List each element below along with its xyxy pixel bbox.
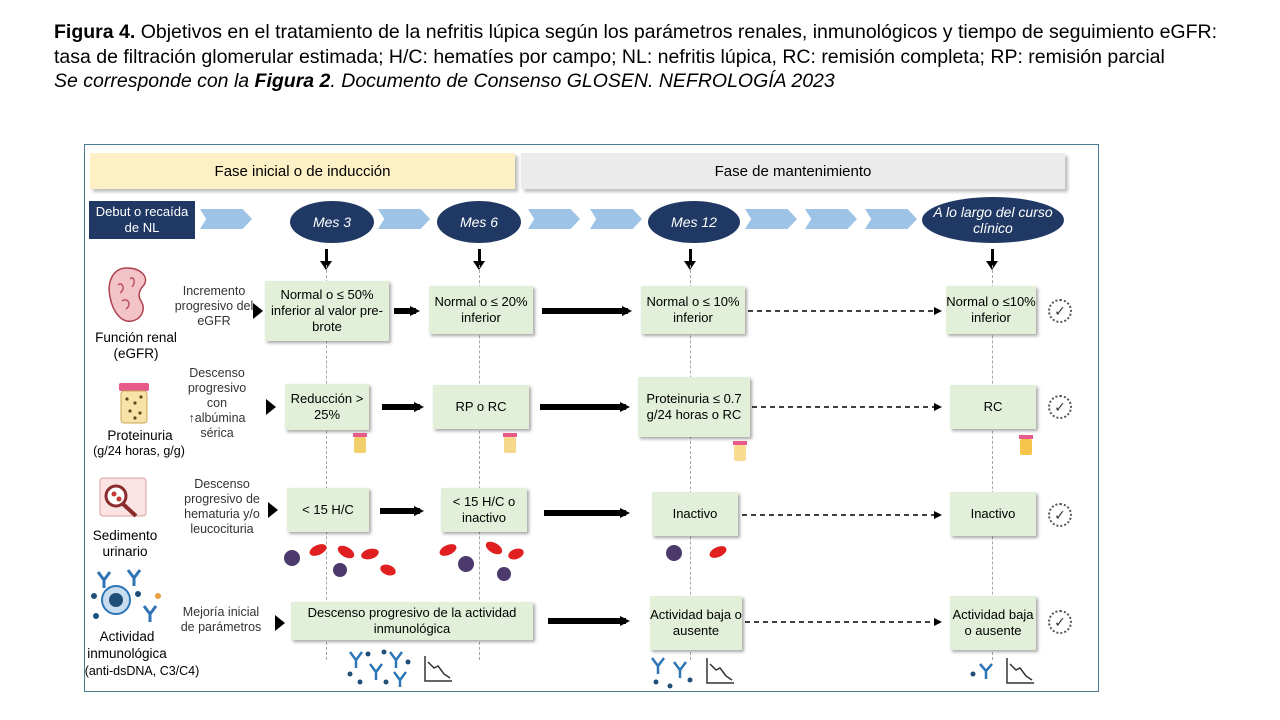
declining-trend-icon: [706, 658, 734, 684]
urine-cup-icon: [353, 433, 367, 453]
proteinuria-long-term-box: RC: [950, 385, 1036, 429]
urine-cup-icon: [733, 441, 747, 461]
immuno-month12-box: Actividad baja o ausente: [650, 596, 742, 650]
red-blood-cell-icon: [361, 548, 379, 560]
caption-line-1: Figura 4. Objetivos en el tratamiento de…: [54, 20, 1234, 69]
proteinuria-month12-box: Proteinuria ≤ 0.7 g/24 horas o RC: [638, 377, 750, 437]
row-sediment-subtitle: urinario: [102, 544, 148, 559]
declining-trend-icon: [1006, 658, 1034, 684]
renal-long-term-box: Normal o ≤10% inferior: [946, 286, 1036, 334]
checkmark-badge-icon: ✓: [1048, 503, 1072, 527]
red-blood-cell-icon: [709, 546, 727, 558]
figure-caption: Figura 4. Objetivos en el tratamiento de…: [54, 20, 1234, 94]
timeline-guide-line: [326, 265, 327, 660]
proteinuria-month3-box: Reducción > 25%: [285, 384, 369, 430]
antibody-cluster-icon: [970, 663, 993, 679]
timeline-start-box: Debut o recaída de NL: [89, 201, 195, 239]
caption-source-post: . Documento de Consenso GLOSEN. NEFROLOG…: [330, 70, 835, 92]
row-immuno-description: Mejoría inicial de parámetros: [180, 605, 262, 634]
red-blood-cell-icon: [439, 544, 457, 556]
row-proteinuria-subtitle: (g/24 horas, g/g): [93, 444, 185, 458]
blood-cells-cluster: [439, 541, 524, 581]
kidney-icon: [108, 267, 147, 322]
renal-month3-box: Normal o ≤ 50% inferior al valor pre-bro…: [265, 281, 389, 341]
red-blood-cell-icon: [380, 564, 396, 576]
row-renal-subtitle: (eGFR): [113, 346, 159, 361]
timeline-chevron: [865, 209, 917, 229]
leukocyte-icon: [497, 567, 511, 581]
timeline-long-term: A lo largo del curso clínico: [922, 197, 1064, 243]
timeline-month-3: Mes 3: [290, 201, 374, 243]
sediment-month3-box: < 15 H/C: [287, 488, 369, 532]
antibody-icon: [91, 569, 161, 622]
red-blood-cell-icon: [485, 541, 503, 555]
timeline-chevron: [200, 209, 252, 229]
renal-month12-box: Normal o ≤ 10% inferior: [641, 286, 745, 334]
caption-text: Objetivos en el tratamiento de la nefrit…: [54, 21, 1217, 68]
timeline-month-6: Mes 6: [437, 201, 521, 243]
row-renal-description: Incremento progresivo del eGFR: [174, 284, 254, 328]
caption-figure-label: Figura 4.: [54, 21, 136, 43]
red-blood-cell-icon: [337, 545, 355, 559]
blood-cells-cluster: [666, 545, 727, 561]
row-immuno-title: Actividad inmunológica: [87, 629, 167, 661]
blood-cells-cluster: [284, 544, 396, 577]
timeline-guide-line: [479, 265, 480, 660]
phase-induction-header: Fase inicial o de inducción: [90, 153, 515, 189]
antibody-cluster-icon: [651, 657, 693, 689]
timeline-chevron: [590, 209, 642, 229]
urine-cup-icon: [1019, 435, 1033, 455]
leukocyte-icon: [666, 545, 682, 561]
antibody-cluster-icon: [347, 649, 411, 687]
timeline-chevron: [528, 209, 580, 229]
urine-cup-icon: [119, 383, 149, 424]
row-proteinuria-title: Proteinuria: [107, 428, 173, 443]
timeline-month-12: Mes 12: [648, 201, 740, 243]
microscope-icon: [99, 477, 147, 518]
declining-trend-icon: [424, 656, 452, 682]
immuno-month3-6-box: Descenso progresivo de la actividad inmu…: [291, 602, 533, 640]
row-proteinuria-description: Descenso progresivo con ↑albúmina sérica: [187, 366, 247, 440]
row-renal-title: Función renal: [95, 330, 177, 345]
sediment-month12-box: Inactivo: [652, 492, 738, 536]
diagram-frame: [84, 144, 1099, 692]
row-start-marker: [253, 303, 263, 319]
leukocyte-icon: [284, 550, 300, 566]
row-sediment-description: Descenso progresivo de hematuria y/o leu…: [184, 477, 260, 536]
row-start-marker: [266, 399, 276, 415]
leukocyte-icon: [333, 563, 347, 577]
row-start-marker: [275, 615, 285, 631]
sediment-month6-box: < 15 H/C o inactivo: [441, 488, 527, 532]
checkmark-badge-icon: ✓: [1048, 299, 1072, 323]
sediment-long-term-box: Inactivo: [950, 492, 1036, 536]
urine-cup-icon: [503, 433, 517, 453]
timeline-chevron: [805, 209, 857, 229]
caption-source-figure: Figura 2: [254, 70, 331, 92]
caption-source-pre: Se corresponde con la: [54, 70, 255, 92]
renal-month6-box: Normal o ≤ 20% inferior: [429, 286, 533, 334]
timeline-chevron: [745, 209, 797, 229]
caption-line-2: Se corresponde con la Figura 2. Document…: [54, 69, 1234, 94]
timeline-chevron: [378, 209, 430, 229]
row-immuno-subtitle: (anti-dsDNA, C3/C4): [84, 664, 200, 678]
red-blood-cell-icon: [309, 544, 327, 556]
phase-maintenance-header: Fase de mantenimiento: [521, 153, 1065, 189]
proteinuria-month6-box: RP o RC: [433, 385, 529, 429]
red-blood-cell-icon: [508, 548, 524, 560]
leukocyte-icon: [458, 556, 474, 572]
immuno-long-term-box: Actividad baja o ausente: [950, 596, 1036, 650]
checkmark-badge-icon: ✓: [1048, 610, 1072, 634]
timeline-guide-line: [992, 265, 993, 660]
row-sediment-title: Sedimento: [92, 528, 158, 543]
row-start-marker: [268, 502, 278, 518]
checkmark-badge-icon: ✓: [1048, 395, 1072, 419]
timeline-guide-line: [690, 265, 691, 660]
